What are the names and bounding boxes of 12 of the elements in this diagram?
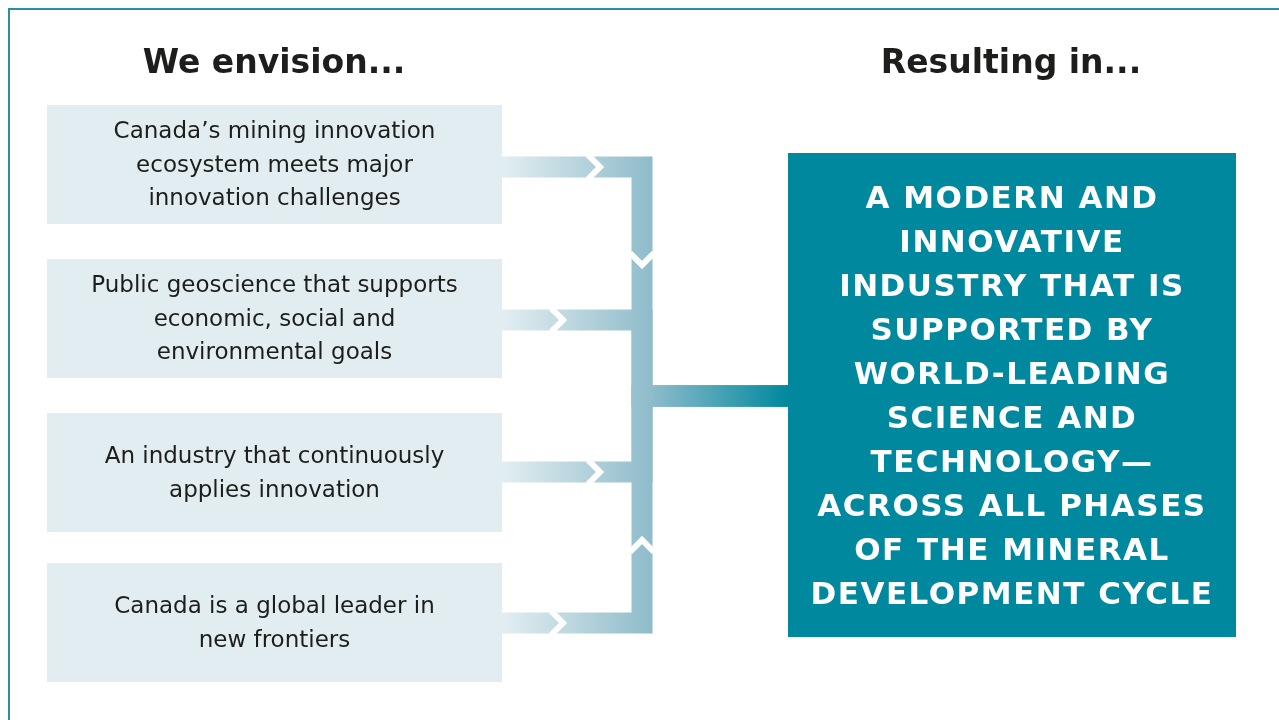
vision-text: An industry that continuously applies innovation (103, 441, 446, 504)
column-heading: Resulting in... (879, 42, 1143, 81)
vision-box (47, 105, 502, 224)
column-heading: We envision... (141, 42, 407, 81)
vision-box (47, 259, 502, 378)
outcome-text: A MODERN AND INNOVATIVE INDUSTRY THAT IS SUPPORTED BY WORLD-LEADING SCIENCE AND TECHNOLOGY— ACROSS ALL PHASES OF THE MINERAL DEVELOPMENT CYCLE (809, 177, 1215, 614)
vision-text: Public geoscience that supports economic, social and environmental goals (90, 270, 459, 367)
vision-box (47, 563, 502, 682)
vision-text: Canada’s mining innovation ecosystem meets major innovation challenges (112, 116, 437, 213)
outcome-box (788, 153, 1236, 637)
vision-box (47, 413, 502, 532)
vision-text: Canada is a global leader in new frontiers (113, 591, 436, 654)
